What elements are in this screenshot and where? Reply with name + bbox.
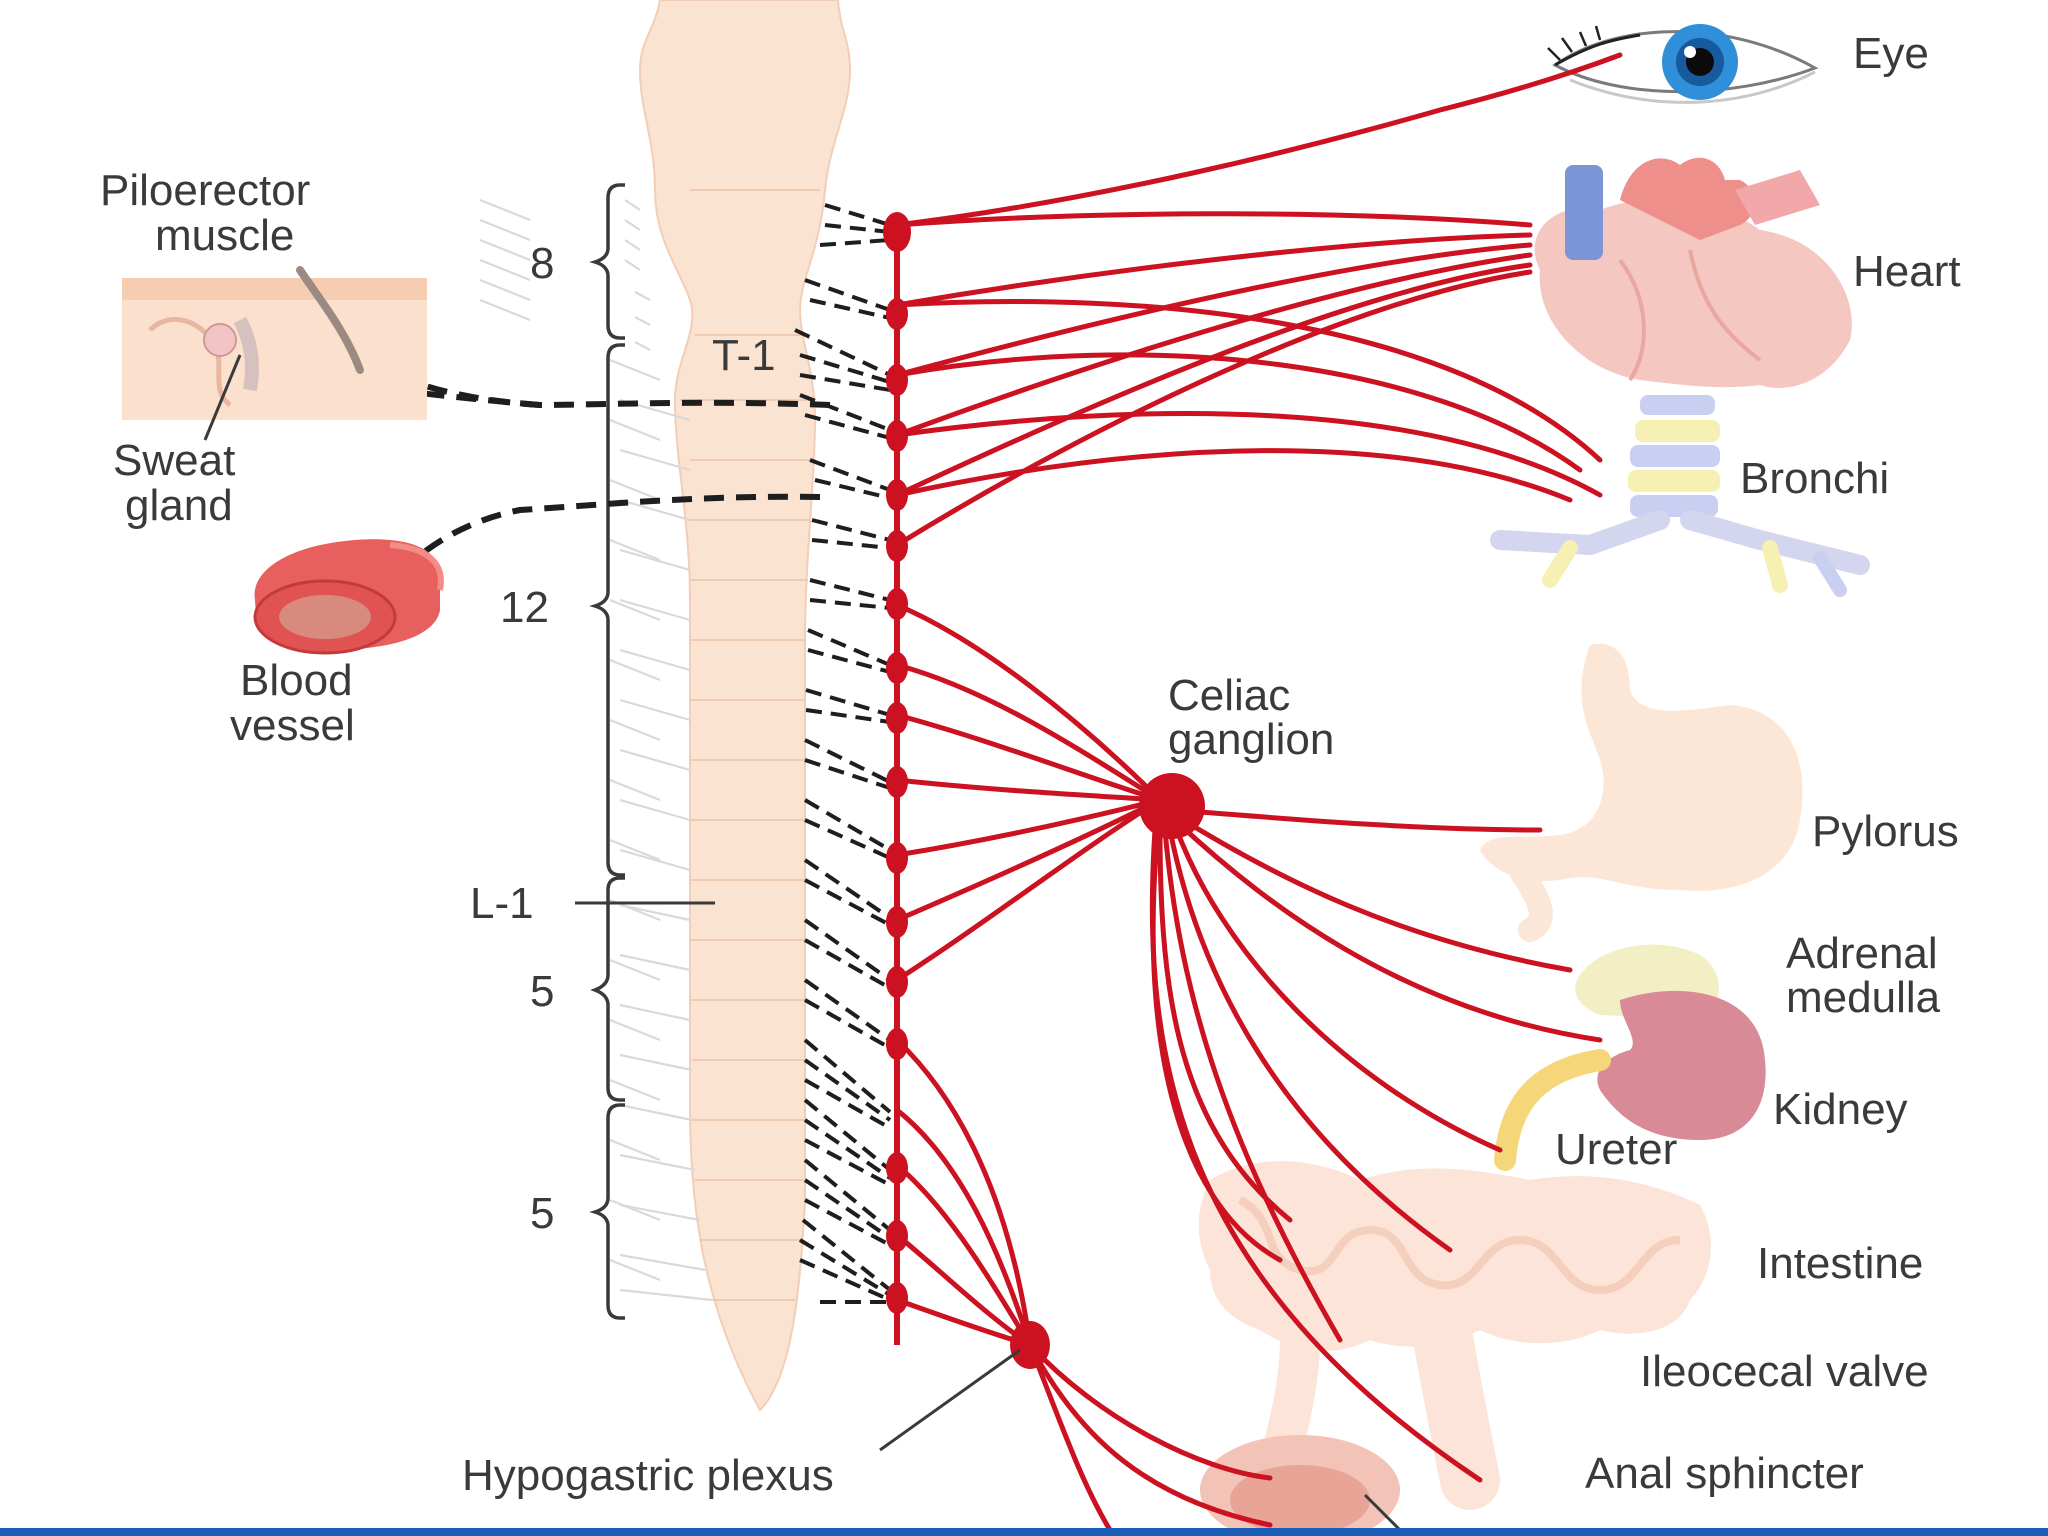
eye-illustration (1547, 24, 1819, 104)
brace-lumbar (590, 876, 625, 1102)
brace-thoracic (589, 343, 625, 877)
label-adrenal-line2: medulla (1786, 973, 1941, 1022)
bottom-accent-bar (0, 1528, 2048, 1536)
segment-label-thoracic: 12 (500, 583, 549, 632)
cord-segment-lines (680, 189, 820, 1301)
label-piloerector-line1: Piloerector (100, 166, 310, 215)
segment-label-cervical: 8 (530, 239, 554, 288)
spinal-cord (638, 0, 852, 1412)
label-ureter: Ureter (1555, 1125, 1677, 1174)
anal-sphincter-illustration (1200, 1435, 1402, 1536)
postganglionic-fibers (894, 52, 1623, 1533)
label-bronchi: Bronchi (1740, 454, 1889, 503)
label-blood-line2: vessel (230, 701, 355, 750)
label-ileocecal: Ileocecal valve (1640, 1347, 1929, 1396)
celiac-ganglion-node (1139, 773, 1205, 839)
label-hypogastric: Hypogastric plexus (462, 1451, 834, 1500)
skin-section-illustration (122, 266, 427, 441)
hypogastric-pointer-line (879, 1348, 1021, 1452)
label-sweat-line1: Sweat (113, 436, 235, 485)
label-sweat-line2: gland (125, 481, 233, 530)
preganglionic-fibers (794, 203, 892, 1304)
segment-label-sacral: 5 (530, 1189, 554, 1238)
chain-ganglia (883, 212, 911, 1314)
segment-label-lumbar: 5 (530, 967, 554, 1016)
label-adrenal-line1: Adrenal (1786, 929, 1938, 978)
label-eye: Eye (1853, 29, 1929, 78)
brace-sacral (589, 1103, 625, 1320)
label-blood-line1: Blood (240, 656, 353, 705)
brace-cervical (589, 183, 625, 340)
hypogastric-plexus-node (1010, 1321, 1050, 1369)
label-intestine: Intestine (1757, 1239, 1923, 1288)
label-celiac-line2: ganglion (1168, 715, 1334, 764)
label-kidney: Kidney (1773, 1085, 1908, 1134)
heart-illustration (1534, 157, 1852, 388)
segment-label-l1: L-1 (470, 879, 534, 928)
segment-braces (575, 183, 715, 1320)
blood-vessel-illustration (253, 539, 444, 655)
stomach-illustration (1480, 643, 1803, 942)
label-pylorus: Pylorus (1812, 807, 1959, 856)
segment-label-t1: T-1 (712, 331, 776, 380)
label-anal: Anal sphincter (1585, 1449, 1864, 1498)
label-heart: Heart (1853, 247, 1961, 296)
spinal-nerve-hairlines (479, 198, 713, 1302)
bronchi-illustration (1490, 395, 1870, 597)
intestine-illustration (1198, 1161, 1711, 1510)
kidney-adrenal-illustration (1494, 944, 1766, 1171)
label-piloerector-line2: muscle (155, 211, 294, 260)
label-celiac-line1: Celiac (1168, 671, 1290, 720)
